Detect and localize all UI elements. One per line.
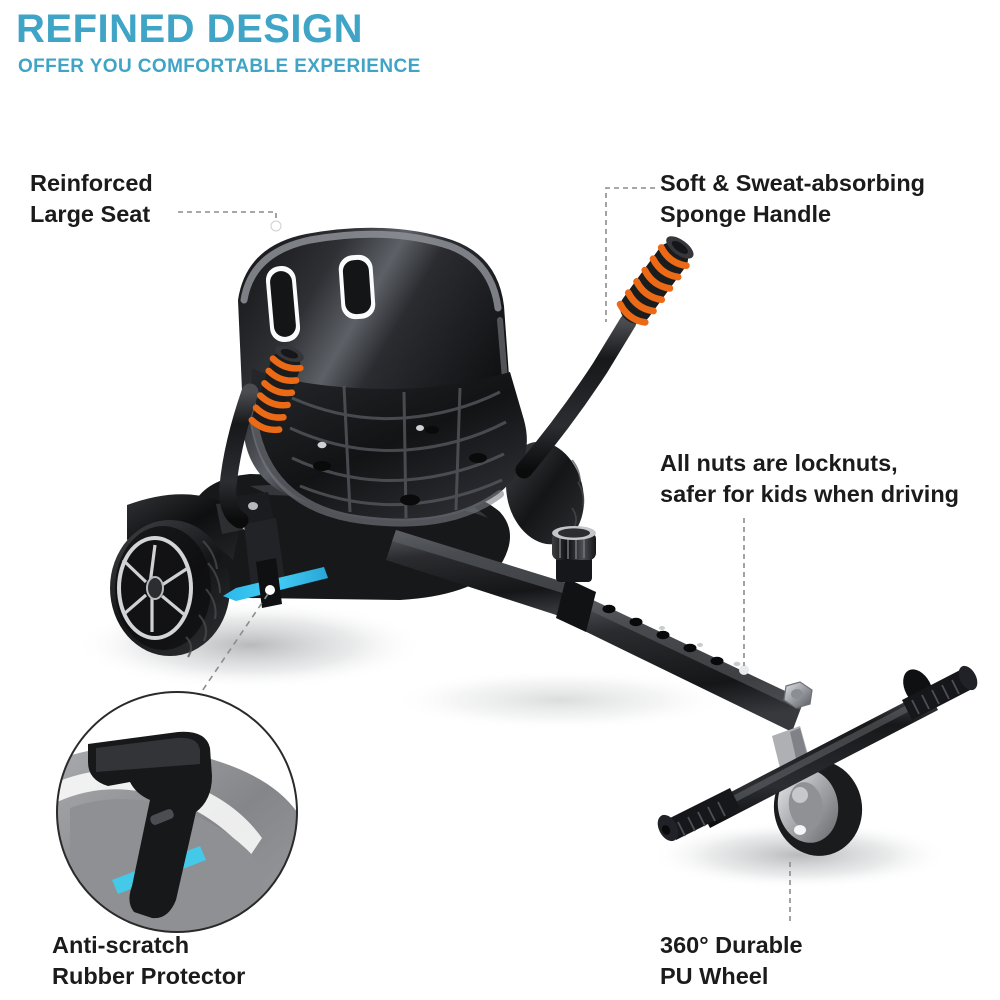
callout-handle-line1: Soft & Sweat-absorbing (660, 170, 926, 196)
locknut-leader-anchor-dot (739, 665, 749, 675)
adjustment-holes (602, 604, 724, 666)
page-title: REFINED DESIGN (16, 7, 364, 51)
callout-label-locknuts: All nuts are locknuts, safer for kids wh… (660, 448, 959, 511)
left-grip-bar (219, 383, 259, 529)
hub-spokes (121, 544, 189, 632)
pu-caster-axle (792, 787, 808, 803)
callout-label-seat: Reinforced Large Seat (30, 168, 153, 231)
callout-seat-line2: Large Seat (30, 201, 151, 228)
adjustment-hole-highlights (659, 626, 741, 667)
leader-lines (178, 187, 791, 922)
pu-caster-highlight (794, 825, 806, 835)
callout-label-rubber-protector: Anti-scratch Rubber Protector (52, 930, 245, 993)
right-orange-grip (616, 236, 694, 326)
callout-protector-line2: Rubber Protector (52, 963, 246, 990)
seat-rim-highlight (240, 230, 502, 312)
footrest-grip-left (657, 788, 740, 842)
left-orange-grip (248, 345, 304, 434)
callout-nuts-line1: All nuts are locknuts, (660, 450, 898, 476)
inset-rubber-protector (88, 731, 212, 919)
sponge-handle-bar-tube (515, 313, 637, 479)
footrest-grip-right (902, 665, 978, 720)
page-subtitle: OFFER YOU COMFORTABLE EXPERIENCE (18, 56, 421, 77)
ground-shadow-front (650, 821, 950, 889)
header-block: REFINED DESIGN OFFER YOU COMFORTABLE EXP… (16, 8, 421, 78)
handle-leader-anchor-dot (601, 321, 611, 331)
seat-leader-anchor-dot (270, 220, 282, 232)
frame-tube-rear-top (392, 530, 596, 602)
protector-leader-anchor-dot (265, 585, 275, 595)
leader-handle (605, 187, 655, 322)
inset-protector-slot (150, 809, 174, 825)
seat-screws (317, 425, 424, 449)
inset-ring (56, 691, 298, 933)
rubber-protector-zoom-circle (56, 691, 298, 933)
inset-protector-highlight (96, 737, 200, 772)
seat-bolt-holes (313, 426, 487, 506)
seat-back-slot-right-inner (342, 259, 372, 315)
adjustment-knob[interactable] (552, 526, 596, 582)
leader-seat (178, 211, 277, 222)
callout-protector-line1: Anti-scratch (52, 932, 190, 958)
locknut (783, 681, 813, 709)
callout-puwheel-line1: 360° Durable (660, 932, 803, 958)
callout-nuts-line2: safer for kids when driving (660, 481, 960, 508)
footrest-bar-highlight (702, 694, 931, 818)
frame-collar (556, 578, 596, 632)
callout-seat-line1: Reinforced (30, 170, 153, 196)
ground-shadow-mid (390, 670, 730, 730)
rubber-protector-strap (256, 558, 282, 608)
seat-pan-edge (248, 400, 504, 527)
callout-label-pu-wheel: 360° Durable PU Wheel (660, 930, 803, 993)
callout-handle-line2: Sponge Handle (660, 201, 832, 228)
tyre-tread (185, 540, 222, 658)
seat-back-slot-left-inner (270, 271, 296, 337)
callout-label-handle: Soft & Sweat-absorbing Sponge Handle (660, 168, 925, 231)
hub-center-cap (146, 576, 164, 600)
callout-puwheel-line2: PU Wheel (660, 963, 769, 990)
